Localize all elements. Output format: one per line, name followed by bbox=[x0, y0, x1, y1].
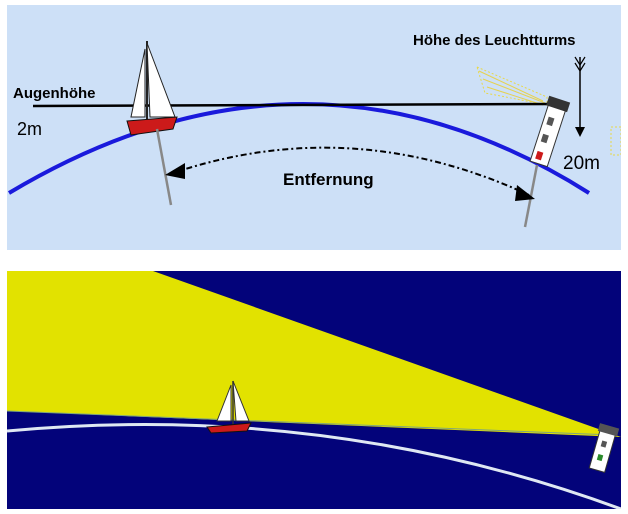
top-diagram-panel: Augenhöhe 2m Höhe des Leuchtturms 20m En… bbox=[7, 5, 621, 250]
sailboat bbox=[126, 41, 178, 206]
lighthouse-height-arrow bbox=[574, 56, 586, 137]
lighthouse-night bbox=[588, 423, 620, 473]
beam-lower-edge bbox=[7, 410, 614, 436]
earth-curve-night bbox=[7, 423, 621, 509]
lighthouse-height-value: 20m bbox=[563, 153, 600, 174]
distance-label: Entfernung bbox=[283, 170, 374, 189]
bottom-diagram-canvas bbox=[7, 271, 621, 509]
line-of-sight bbox=[32, 102, 558, 108]
bottom-diagram-panel bbox=[7, 271, 621, 509]
light-beam bbox=[7, 271, 621, 437]
lighthouse bbox=[523, 95, 571, 228]
top-diagram-canvas: Augenhöhe 2m Höhe des Leuchtturms 20m En… bbox=[7, 32, 621, 228]
distance-arrow bbox=[165, 146, 535, 201]
lighthouse-height-label: Höhe des Leuchtturms bbox=[413, 32, 576, 49]
eye-height-label: Augenhöhe bbox=[13, 85, 96, 102]
eye-height-value: 2m bbox=[17, 119, 42, 139]
sailboat-night bbox=[206, 380, 252, 434]
